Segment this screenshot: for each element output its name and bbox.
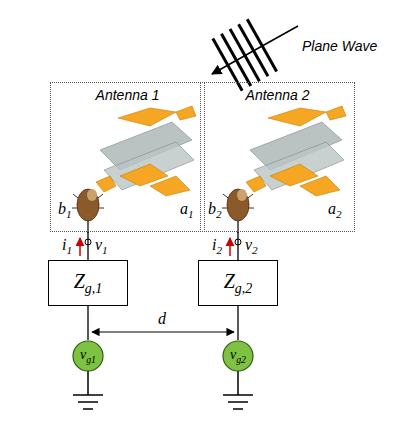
antenna-title: Antenna 1 [51, 87, 204, 103]
voltage-label: v1 [95, 236, 108, 256]
current-label: i1 [62, 236, 72, 256]
wire [87, 232, 88, 260]
impedance-box: Zg,2 [198, 260, 278, 306]
port-wave-label: b2 [208, 200, 222, 220]
voltage-label: v2 [245, 236, 258, 256]
antenna-title: Antenna 2 [201, 87, 354, 103]
distance-label: d [158, 310, 166, 328]
wave-label: Plane Wave [302, 38, 377, 54]
source-label: vg1 [80, 347, 96, 365]
wire [87, 306, 88, 340]
impedance-label: Zg,2 [224, 270, 253, 297]
port-wave-label: a2 [328, 200, 342, 220]
voltage-source: vg2 [222, 340, 254, 372]
impedance-box: Zg,1 [48, 260, 128, 306]
current-label: i2 [212, 236, 222, 256]
wire [237, 232, 238, 260]
port-wave-label: a1 [180, 200, 194, 220]
voltage-source: vg1 [72, 340, 104, 372]
wire [237, 306, 238, 340]
source-label: vg2 [230, 347, 246, 365]
impedance-label: Zg,1 [74, 270, 103, 297]
port-wave-label: b1 [58, 200, 72, 220]
